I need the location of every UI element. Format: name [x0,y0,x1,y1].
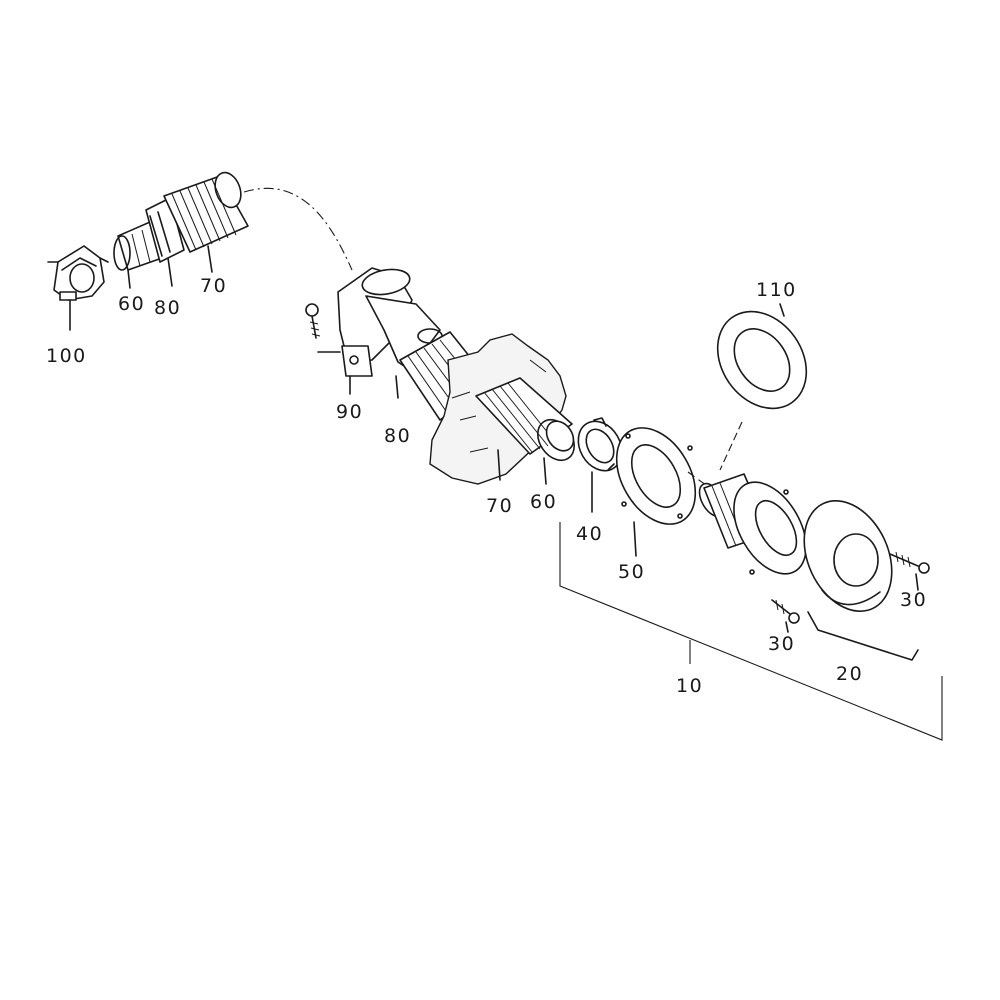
connection-line [243,187,353,271]
label-110: 110 [756,279,797,301]
label-50: 50 [618,561,645,583]
label-70-upper: 70 [200,275,227,297]
part-100-bracket [47,245,109,331]
label-80-lower: 80 [384,425,411,447]
label-30-right: 30 [900,589,927,611]
part-20-vent-cover [803,499,919,661]
label-90: 90 [336,401,363,423]
screw-90 [305,303,341,353]
label-20: 20 [836,663,863,685]
part-60-pipe-upper [113,221,163,289]
part-80-clamp-upper [145,197,185,287]
part-110-trim-ring [716,303,808,471]
center-axis [687,471,711,489]
label-40: 40 [576,523,603,545]
vent-housing [698,473,807,575]
screw-30-right [889,551,930,591]
part-60-sleeve-lower [543,420,575,485]
part-70-hose-upper [163,171,249,273]
label-60-lower: 60 [530,491,557,513]
label-100: 100 [46,345,87,367]
label-70-lower: 70 [486,495,513,517]
part-40-retaining-ring [577,417,623,513]
screw-30-lower [771,599,800,633]
label-60-upper: 60 [118,293,145,315]
label-30-lower: 30 [768,633,795,655]
label-80-upper: 80 [154,297,181,319]
assembly-10-bracket [559,522,943,741]
part-50-gasket [615,427,697,557]
label-10: 10 [676,675,703,697]
